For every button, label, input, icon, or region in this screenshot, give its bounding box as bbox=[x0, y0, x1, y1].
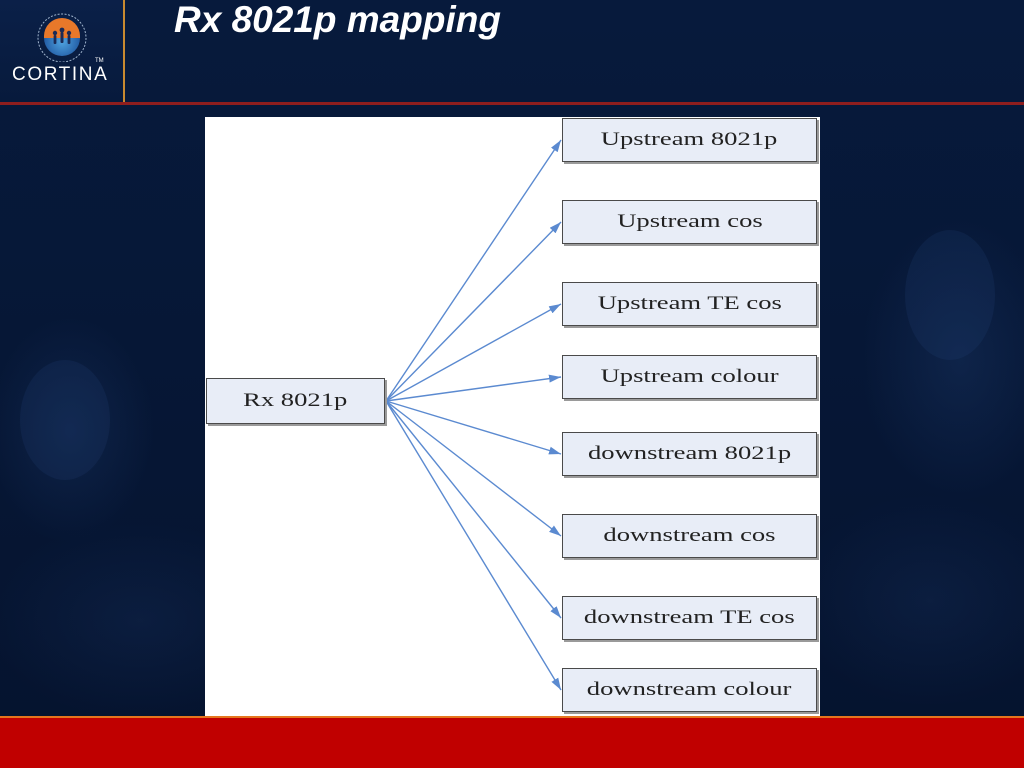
footer-band bbox=[0, 716, 1024, 768]
target-node-label: downstream cos bbox=[603, 525, 776, 546]
target-node-label: Upstream cos bbox=[616, 211, 763, 232]
target-node-label: Upstream TE cos bbox=[597, 293, 782, 314]
background-watermark-left bbox=[20, 360, 110, 480]
background-watermark-right bbox=[905, 230, 995, 360]
target-node-downstream-cos: downstream cos bbox=[562, 514, 817, 558]
source-node-label: Rx 8021p bbox=[243, 390, 348, 411]
target-node-upstream-cos: Upstream cos bbox=[562, 200, 817, 244]
target-node-label: downstream colour bbox=[587, 679, 792, 700]
target-node-label: downstream TE cos bbox=[584, 607, 795, 628]
target-node-label: Upstream 8021p bbox=[601, 129, 778, 150]
target-node-downstream-8021p: downstream 8021p bbox=[562, 432, 817, 476]
logo-wordmark: CORTINA bbox=[12, 64, 109, 85]
target-node-downstream-colour: downstream colour bbox=[562, 668, 817, 712]
source-node: Rx 8021p bbox=[206, 378, 385, 424]
target-node-upstream-8021p: Upstream 8021p bbox=[562, 118, 817, 162]
target-node-upstream-te-cos: Upstream TE cos bbox=[562, 282, 817, 326]
target-node-downstream-te-cos: downstream TE cos bbox=[562, 596, 817, 640]
logo-trademark: TM bbox=[95, 58, 104, 64]
target-node-label: downstream 8021p bbox=[587, 443, 792, 464]
globe-icon bbox=[37, 13, 87, 62]
target-node-upstream-colour: Upstream colour bbox=[562, 355, 817, 399]
slide-title: Rx 8021p mapping bbox=[174, 0, 501, 40]
header-rule bbox=[0, 102, 1024, 105]
logo: CORTINA TM bbox=[0, 0, 123, 103]
target-node-label: Upstream colour bbox=[600, 366, 779, 387]
logo-divider bbox=[123, 0, 125, 103]
